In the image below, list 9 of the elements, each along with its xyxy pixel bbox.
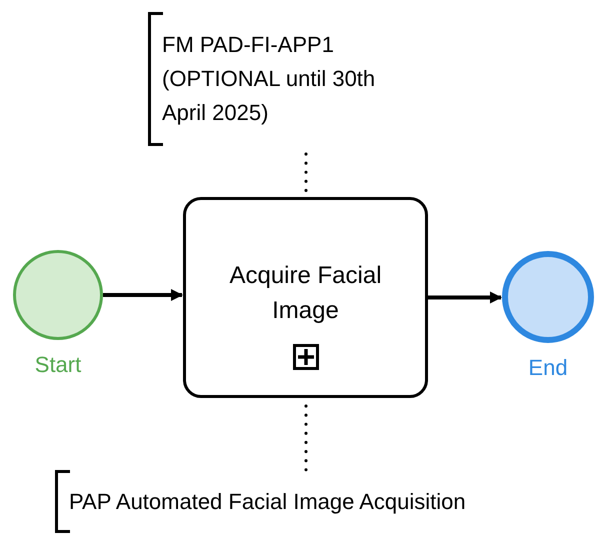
annotation-text: FM PAD-FI-APP1 (OPTIONAL until 30th April 2025) [161,31,376,127]
association-line [304,404,308,472]
event-label: End [527,354,569,382]
sequence-arrow [103,289,183,301]
annotation-text: PAP Automated Facial Image Acquisition [68,488,466,516]
event-label: Start [34,351,82,379]
sequence-arrow [428,292,502,304]
task-label: Acquire Facial Image [228,261,383,326]
subprocess-box [183,197,428,398]
